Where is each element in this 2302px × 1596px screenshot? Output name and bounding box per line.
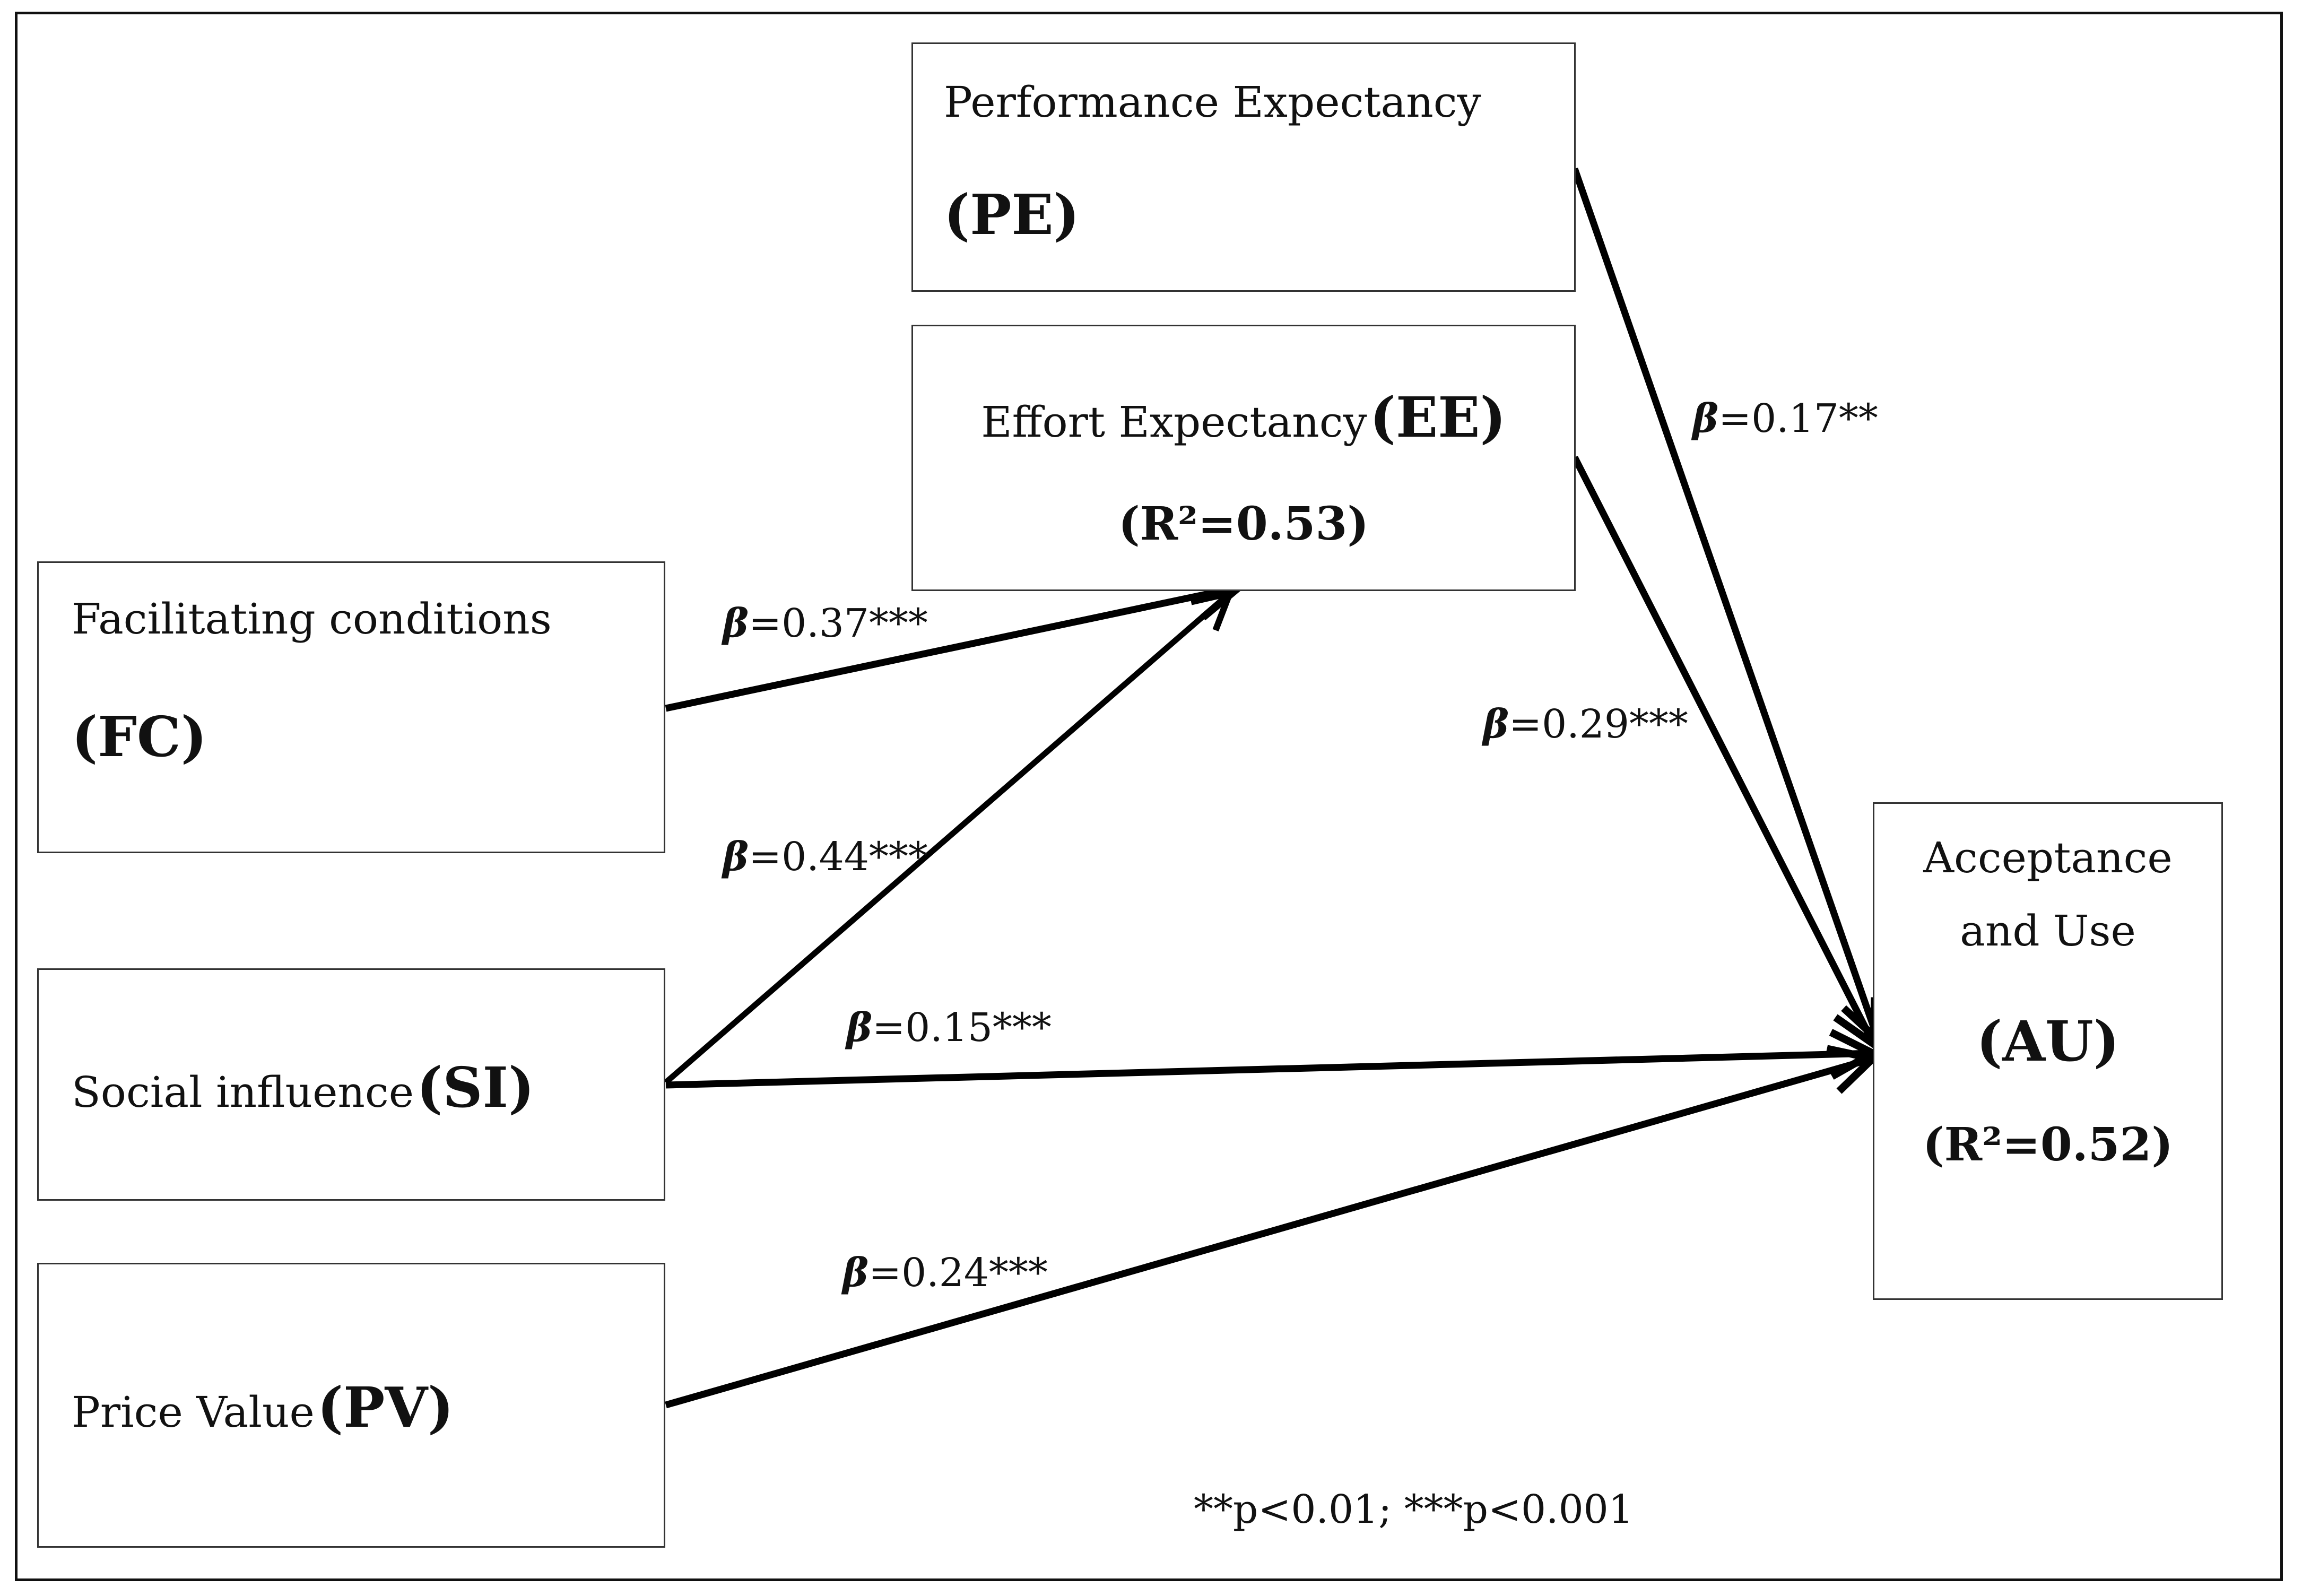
diagram-frame [15,12,2283,1581]
fc-name: Facilitating conditions [72,594,552,644]
beta-symbol: β [1692,396,1719,441]
beta-symbol: β [842,1250,869,1296]
path-label-si-ee: β=0.44*** [723,837,928,877]
beta-symbol: β [723,834,749,880]
path-label-pe-au: β=0.17** [1692,399,1878,438]
beta-symbol: β [846,1005,873,1051]
ee-name: Effort Expectancy [981,397,1367,447]
path-value: =0.15*** [872,1005,1052,1051]
arrow-pv-to-au [665,1045,1881,1409]
box-social-influence: Social influence (SI) [37,968,665,1201]
arrow-ee-to-au [1571,456,1879,1052]
box-performance-expectancy: Performance Expectancy (PE) [911,42,1576,292]
path-label-fc-ee: β=0.37*** [723,604,928,643]
path-label-ee-au: β=0.29*** [1483,705,1688,744]
ee-title-row: Effort Expectancy (EE) [913,390,1574,445]
si-abbr: (SI) [416,1055,535,1120]
au-r2: (R²=0.52) [1922,1118,2174,1172]
beta-symbol: β [723,601,749,646]
path-value: =0.37*** [749,601,928,646]
path-value: =0.17** [1718,396,1878,441]
beta-symbol: β [1483,701,1509,747]
path-label-si-au: β=0.15*** [846,1008,1052,1047]
box-facilitating-conditions: Facilitating conditions (FC) [37,561,665,853]
pe-name: Performance Expectancy [944,77,1481,127]
arrow-pe-to-au [1571,167,1889,1048]
path-value: =0.44*** [749,834,928,880]
au-abbr: (AU) [1976,1009,2119,1074]
significance-footnote: **p<0.01; ***p<0.001 [1194,1487,1634,1532]
pv-abbr: (PV) [317,1375,454,1440]
au-name-line2: and Use [1960,906,2136,956]
ee-r2: (R²=0.53) [1118,497,1369,551]
path-value: =0.29*** [1509,701,1688,747]
arrow-fc-to-ee [665,570,1247,712]
si-title-row: Social influence (SI) [72,1060,534,1115]
fc-abbr: (FC) [72,704,207,769]
pv-title-row: Price Value (PV) [72,1380,454,1435]
path-value: =0.24*** [868,1250,1048,1296]
ee-abbr: (EE) [1369,385,1506,450]
path-label-pv-au: β=0.24*** [842,1253,1048,1293]
si-name: Social influence [72,1068,414,1117]
au-name-line1: Acceptance [1923,833,2173,882]
box-price-value: Price Value (PV) [37,1263,665,1548]
box-effort-expectancy: Effort Expectancy (EE) (R²=0.53) [911,325,1576,591]
box-acceptance-and-use: Acceptance and Use (AU) (R²=0.52) [1873,802,2223,1300]
arrow-si-to-au [665,1029,1881,1089]
arrow-si-to-ee [664,588,1235,1085]
pe-abbr: (PE) [944,182,1080,247]
pv-name: Price Value [72,1387,315,1437]
